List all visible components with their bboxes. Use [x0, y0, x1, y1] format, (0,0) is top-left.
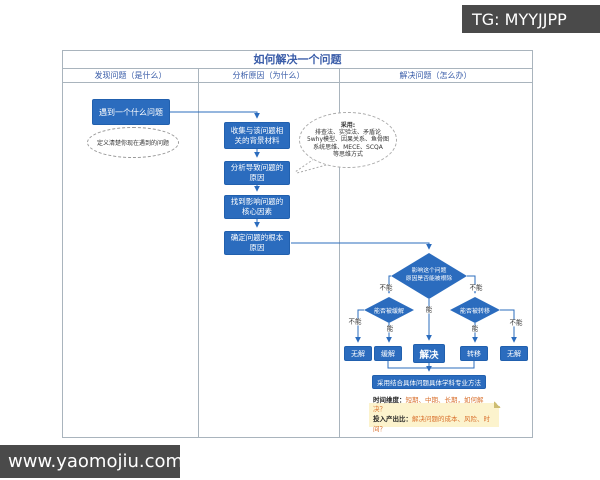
- note-line1-text: 短期、中期、长期，如何解决？: [373, 395, 484, 414]
- label-cannot-mitigate: 不能: [347, 317, 363, 326]
- column-headers: 发现问题（是什么） 分析原因（为什么） 解决问题（怎么办）: [63, 69, 532, 83]
- label-cannot-right-branch: 不能: [468, 283, 484, 292]
- discipline-method-box: 采用结合具体问题具体学科专业方法: [372, 375, 486, 389]
- column-header-analyze: 分析原因（为什么）: [232, 71, 305, 80]
- cloud-line-3: 5why模型、因果关系、鱼骨图: [306, 136, 390, 144]
- label-can-center-branch: 能: [424, 305, 434, 314]
- note-line2-label: 投入产出比：: [373, 415, 412, 423]
- column-divider-1: [198, 68, 199, 437]
- label-cannot-left-branch: 不能: [378, 283, 394, 292]
- step-collect-materials: 收集与该问题相关的背景材料: [224, 122, 290, 149]
- outcome-transfer: 转移: [460, 346, 488, 361]
- cloud-line-5: 等思维方式: [332, 150, 363, 158]
- note-line2-text: 解决问题的成本、风险、时间？: [373, 415, 490, 433]
- note-line-2: 投入产出比：解决问题的成本、风险、时间？: [373, 415, 495, 435]
- label-can-mitigate: 能: [385, 324, 395, 333]
- watermark-bottom-left: www.yaomojiu.com: [0, 445, 183, 478]
- methods-cloud: 采用: 排查法、实验法、矛盾论 5why模型、因果关系、鱼骨图 系统思维、MEC…: [299, 112, 397, 168]
- cloud-line-4: 系统思维、MECE、SCQA: [313, 143, 383, 151]
- root-question-line1: 影响这个问题: [411, 268, 447, 275]
- outcome-solve: 解决: [413, 344, 445, 363]
- note-line-1: 时间维度：短期、中期、长期，如何解决？: [373, 396, 495, 416]
- cloud-line-2: 排查法、实验法、矛盾论: [314, 129, 381, 137]
- column-divider-2: [339, 68, 340, 437]
- watermark-top-right: TG: MYYJJPP: [462, 5, 600, 33]
- swimlane-table: 如何解决一个问题 发现问题（是什么） 分析原因（为什么） 解决问题（怎么办）: [62, 50, 533, 438]
- note-fold-icon: [494, 401, 501, 408]
- step-find-core-factors: 找到影响问题的核心因素: [224, 195, 290, 219]
- outcome-mitigate: 缓解: [374, 346, 402, 361]
- root-question-line2: 原因是否能被根除: [405, 276, 453, 282]
- label-cannot-transfer: 不能: [508, 318, 524, 327]
- cloud-line-1: 采用:: [340, 122, 356, 130]
- define-problem-note: 定义清楚你现在遇到的问题: [87, 127, 179, 158]
- page-title: 如何解决一个问题: [63, 51, 532, 69]
- start-problem-box: 遇到一个什么问题: [92, 99, 170, 125]
- column-header-solve: 解决问题（怎么办）: [399, 71, 472, 80]
- note-line1-label: 时间维度：: [373, 395, 406, 404]
- step-analyze-causes: 分析导致问题的原因: [224, 161, 290, 185]
- outcome-no-solution-right: 无解: [500, 346, 528, 361]
- step-determine-root-cause: 确定问题的根本原因: [224, 231, 290, 255]
- column-header-discover: 发现问题（是什么）: [94, 71, 167, 80]
- label-can-transfer: 能: [470, 324, 480, 333]
- consideration-note: 时间维度：短期、中期、长期，如何解决？ 投入产出比：解决问题的成本、风险、时间？: [369, 396, 501, 433]
- outcome-no-solution-left: 无解: [344, 346, 372, 361]
